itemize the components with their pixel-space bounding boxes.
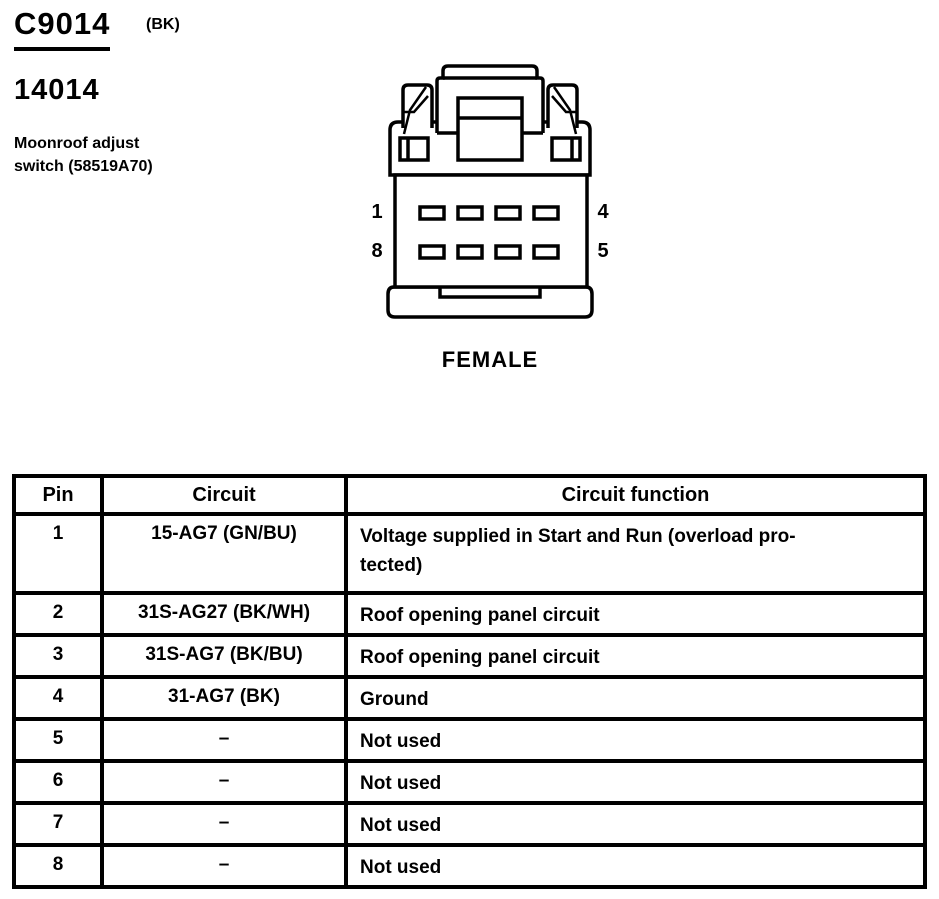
col-header-function: Circuit function (344, 474, 927, 516)
pin-cavity-5 (532, 244, 560, 260)
pin-cavity-2 (456, 205, 484, 221)
circuit-cell: 31S-AG7 (BK/BU) (100, 633, 348, 679)
circuit-cell: 31S-AG27 (BK/WH) (100, 591, 348, 637)
connector-diagram: 1 4 8 5 (371, 64, 609, 319)
col-header-circuit: Circuit (100, 474, 348, 516)
pin-cell: 8 (12, 843, 104, 889)
circuit-cell: – (100, 759, 348, 805)
pin-cavity-3 (494, 205, 522, 221)
circuit-cell: 31-AG7 (BK) (100, 675, 348, 721)
pin-cell: 2 (12, 591, 104, 637)
latch-lock-window (456, 96, 524, 162)
function-cell: Roof opening panel circuit (344, 591, 927, 637)
table-row: 5 – Not used (12, 717, 927, 763)
function-cell: Ground (344, 675, 927, 721)
description-line-2: switch (58519A70) (14, 158, 153, 175)
table-row: 7 – Not used (12, 801, 927, 847)
pin-cavity-4 (532, 205, 560, 221)
circuit-cell: 15-AG7 (GN/BU) (100, 512, 348, 595)
table-row: 3 31S-AG7 (BK/BU) Roof opening panel cir… (12, 633, 927, 679)
pin-label-top-left: 1 (371, 201, 382, 223)
table-row: 8 – Not used (12, 843, 927, 889)
component-description: Moonroof adjust switch (58519A70) (14, 132, 153, 178)
connector-gender-label: FEMALE (441, 347, 539, 372)
pin-cell: 1 (12, 512, 104, 595)
pin-cell: 4 (12, 675, 104, 721)
circuit-cell: – (100, 717, 348, 763)
lock-square-right (550, 136, 582, 162)
table-row: 2 31S-AG27 (BK/WH) Roof opening panel ci… (12, 591, 927, 637)
part-number: 14014 (14, 74, 100, 106)
table-header-row: Pin Circuit Circuit function (12, 474, 927, 516)
function-cell: Voltage supplied in Start and Run (overl… (344, 512, 927, 595)
connector-base (386, 285, 594, 319)
pin-cell: 6 (12, 759, 104, 805)
circuit-cell: – (100, 843, 348, 889)
table-row: 1 15-AG7 (GN/BU) Voltage supplied in Sta… (12, 512, 927, 595)
lock-square-left (398, 136, 430, 162)
connector-id: C9014 (14, 6, 111, 51)
pin-cavity-1 (418, 205, 446, 221)
pin-cell: 5 (12, 717, 104, 763)
pin-cavity-8 (418, 244, 446, 260)
pin-label-bottom-right: 5 (597, 240, 608, 262)
col-header-pin: Pin (12, 474, 104, 516)
pin-label-top-right: 4 (597, 201, 609, 223)
pin-cavity-6 (494, 244, 522, 260)
description-line-1: Moonroof adjust (14, 135, 140, 152)
pin-cell: 3 (12, 633, 104, 679)
function-cell: Not used (344, 717, 927, 763)
connector-pin-body (393, 173, 589, 289)
function-cell: Not used (344, 759, 927, 805)
function-cell: Roof opening panel circuit (344, 633, 927, 679)
pin-label-bottom-left: 8 (371, 240, 382, 262)
table-row: 4 31-AG7 (BK) Ground (12, 675, 927, 721)
function-cell: Not used (344, 801, 927, 847)
pin-cell: 7 (12, 801, 104, 847)
pin-table: Pin Circuit Circuit function 1 15-AG7 (G… (12, 474, 927, 889)
connector-color-code: (BK) (146, 16, 180, 33)
pin-cavity-7 (456, 244, 484, 260)
table-row: 6 – Not used (12, 759, 927, 805)
function-cell: Not used (344, 843, 927, 889)
circuit-cell: – (100, 801, 348, 847)
